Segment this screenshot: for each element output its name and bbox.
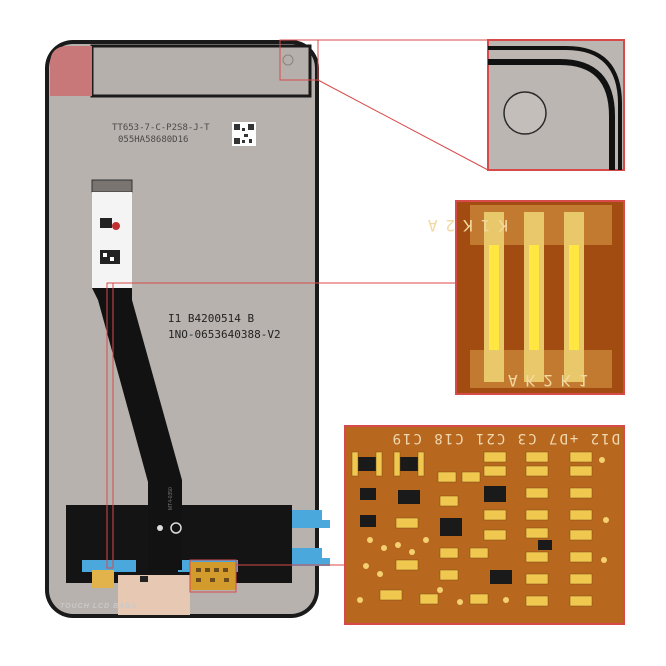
- top-notch-area: [90, 44, 312, 98]
- watermark-text: TOUCH LCD BABA: [60, 603, 137, 610]
- board-pads: [351, 451, 593, 607]
- marking-line-1: I1 B4200514 B: [168, 312, 254, 325]
- label-line-1: TT653-7-C-P2S8-J-T: [112, 123, 210, 133]
- zoom-panel-board: D12 +D7 C3 C21 C18 C19: [344, 425, 625, 625]
- blue-tab-right-2: [292, 548, 330, 566]
- highlight-box-corner: [279, 39, 319, 81]
- gold-fingers: [484, 212, 584, 382]
- board-ics: [356, 457, 552, 584]
- connector-top-text: K1K2A: [420, 216, 508, 235]
- zoom-panel-corner: [487, 39, 625, 171]
- callouts: [106, 39, 489, 593]
- board-vias: [357, 457, 609, 605]
- beige-pad: [118, 575, 190, 615]
- marking-line-2: 1NO-0653640388-V2: [168, 328, 281, 341]
- flex-cable: [92, 288, 182, 570]
- board-silkscreen: D12 +D7 C3 C21 C18 C19: [391, 430, 620, 446]
- zoom-camera-ring: [503, 91, 547, 135]
- blue-tab-right-1: [292, 510, 330, 528]
- qr-code: [232, 122, 256, 146]
- lcd-module: TT653-7-C-P2S8-J-T 055HA58680D16 I1 B420…: [45, 40, 330, 618]
- gold-connector-left: [92, 570, 114, 588]
- connector-bottom-text: AK2K1: [508, 371, 596, 390]
- corner-sticker: [50, 46, 92, 96]
- flex-sticker: [92, 192, 132, 288]
- camera-ring: [282, 54, 294, 66]
- flex-silkscreen: MT4-0350: [168, 487, 174, 510]
- zoom-panel-connector: K1K2A AK2K1: [420, 200, 625, 395]
- gold-connector-right: [190, 562, 236, 590]
- flex-connector-top: [91, 179, 133, 193]
- blue-tab-left: [82, 560, 136, 572]
- highlight-box-board: [189, 559, 237, 593]
- label-line-2: 055HA58680D16: [118, 135, 188, 145]
